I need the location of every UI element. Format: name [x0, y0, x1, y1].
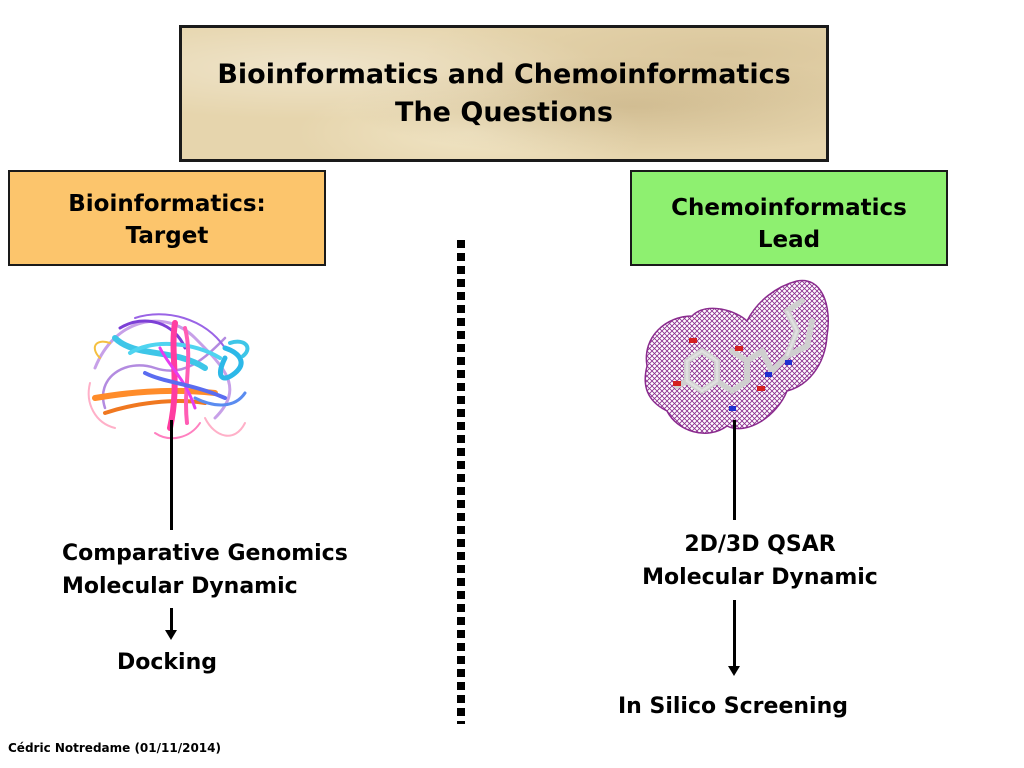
bio-step-2: Docking: [117, 650, 217, 675]
bio-arrow-shaft: [170, 608, 173, 630]
chem-step-2: In Silico Screening: [618, 694, 848, 719]
chem-arrow-head: [728, 666, 740, 676]
title-line-1: Bioinformatics and Chemoinformatics: [217, 58, 791, 90]
protein-structure-icon: [87, 313, 250, 440]
chem-step-1: 2D/3D QSAR Molecular Dynamic: [620, 528, 900, 594]
bio-step-1: Comparative Genomics Molecular Dynamic: [62, 537, 348, 603]
title-box: Bioinformatics and Chemoinformatics The …: [179, 25, 829, 162]
bio-box-line-1: Bioinformatics:: [68, 191, 266, 217]
bio-box-line-2: Target: [125, 223, 209, 249]
bioinformatics-box: Bioinformatics: Target: [8, 170, 326, 266]
bio-step-1-line-1: Comparative Genomics: [62, 541, 348, 566]
chem-connector-line: [733, 420, 736, 520]
title-line-2: The Questions: [395, 96, 613, 128]
bio-step-1-line-2: Molecular Dynamic: [62, 574, 298, 599]
bio-arrow-head: [165, 630, 177, 640]
chem-step-1-line-1: 2D/3D QSAR: [684, 532, 836, 557]
chem-step-1-line-2: Molecular Dynamic: [642, 565, 878, 590]
ligand-mesh-icon: [644, 279, 829, 434]
footer-credit: Cédric Notredame (01/11/2014): [8, 741, 221, 755]
bio-connector-line: [170, 420, 173, 530]
chem-arrow-shaft: [733, 600, 736, 666]
chem-box-line-2: Lead: [757, 227, 821, 253]
chemoinformatics-box: Chemoinformatics Lead: [630, 170, 948, 266]
dotted-divider: [457, 240, 465, 724]
chem-box-line-1: Chemoinformatics: [671, 195, 907, 221]
